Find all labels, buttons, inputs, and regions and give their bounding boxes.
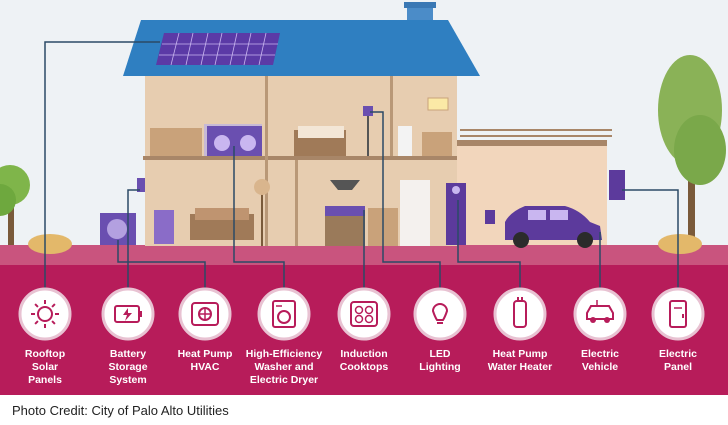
house: [28, 2, 702, 254]
solar-circle: [18, 287, 72, 341]
electric-panel-icon: [669, 300, 687, 328]
connector-battery: [127, 189, 140, 289]
panel-circle: [651, 287, 705, 341]
connector-led: [370, 111, 441, 289]
ev-label-line: Electric: [581, 348, 619, 360]
led-label-line: Lighting: [419, 361, 460, 373]
car-icon: [586, 300, 614, 323]
battery-icon: [114, 305, 142, 323]
connector-solar: [44, 41, 160, 289]
home-battery: [154, 210, 174, 244]
cooktop-label-line: Induction: [340, 348, 387, 360]
hvac-label-line: HVAC: [191, 361, 220, 373]
water-heater: [446, 183, 466, 245]
solar-label-line: Panels: [28, 374, 62, 386]
heater-circle: [493, 287, 547, 341]
lightbulb-icon: [431, 303, 449, 324]
cooktop-icon: [350, 301, 378, 327]
photo-credit: Photo Credit: City of Palo Alto Utilitie…: [12, 403, 229, 418]
tree-right: [658, 55, 726, 245]
tree-left: [0, 165, 30, 245]
water-heater-icon: [513, 297, 527, 328]
cooktop-label-line: Cooktops: [340, 361, 389, 373]
wall-panel: [609, 170, 625, 200]
battery-label-line: Battery: [110, 348, 146, 360]
sun-icon: [31, 300, 59, 328]
fan-icon: [191, 302, 219, 326]
ev-label-line: Vehicle: [582, 361, 618, 373]
led-label-line: LED: [430, 348, 451, 360]
connector-hvac: [117, 240, 206, 289]
battery-label-line: System: [109, 374, 146, 386]
washer-label-line: High-Efficiency: [246, 348, 323, 360]
led-circle: [413, 287, 467, 341]
connector-panel: [622, 189, 679, 289]
washer-label-line: Electric Dryer: [250, 374, 318, 386]
panel-label-line: Electric: [659, 348, 697, 360]
washer-icon: [272, 300, 296, 328]
cooktop-circle: [337, 287, 391, 341]
battery-label-line: Storage: [108, 361, 147, 373]
connector-washer: [233, 146, 285, 289]
icon-row: RooftopSolarPanelsBatteryStorageSystemHe…: [18, 287, 705, 386]
washer-circle: [257, 287, 311, 341]
ev-circle: [573, 287, 627, 341]
electric-car: [505, 206, 602, 248]
connector-heater: [457, 200, 521, 289]
solar-label-line: Rooftop: [25, 348, 65, 360]
heater-label-line: Heat Pump: [493, 348, 548, 360]
heater-label-line: Water Heater: [488, 361, 552, 373]
washer-label-line: Washer and: [254, 361, 313, 373]
panel-label-line: Panel: [664, 361, 692, 373]
solar-array: [156, 32, 280, 66]
solar-label-line: Solar: [32, 361, 58, 373]
hvac-label-line: Heat Pump: [178, 348, 233, 360]
connector-lines: [44, 41, 679, 289]
